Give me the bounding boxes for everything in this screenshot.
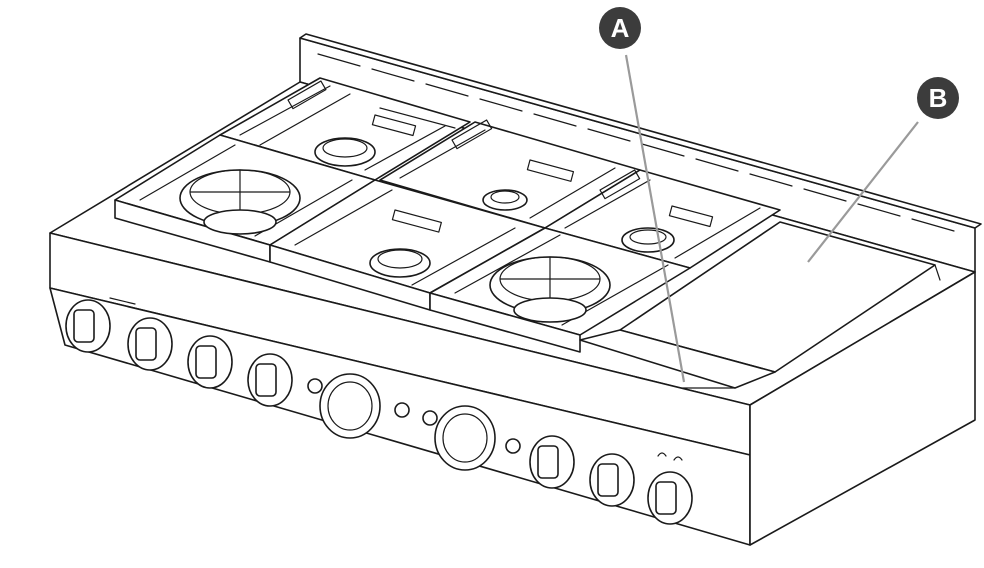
grate-rear-left [219,77,471,181]
burner-rear-middle [482,189,528,211]
callout-a: A [599,7,641,49]
burners [179,137,675,323]
indicator-light-3 [422,410,438,426]
callout-leaders [624,54,919,383]
callout-a-badge [599,7,641,49]
knob-left-3[interactable] [187,335,233,389]
burner-rear-left [314,137,376,167]
vent-slots [317,53,955,232]
burner-front-left-large [179,169,301,235]
callout-b: B [917,77,959,119]
knob-right-3[interactable] [647,471,693,525]
knob-right-2[interactable] [589,453,635,507]
burner-front-middle [369,248,431,278]
knob-left-4[interactable] [247,353,293,407]
knob-center-1[interactable] [319,373,381,439]
callout-a-label: A [611,13,630,43]
indicator-light-2 [394,402,410,418]
indicator-light-4 [505,438,521,454]
burner-front-right-large [489,256,611,323]
knobs [65,299,693,525]
indicator-light-1 [307,378,323,394]
griddle-symbol-icon [657,452,683,461]
burner-rear-right [621,227,675,253]
knob-right-1[interactable] [529,435,575,489]
grate-front-middle [269,179,546,311]
knob-left-1[interactable] [65,299,111,353]
knob-left-2[interactable] [127,317,173,371]
leader-b [807,121,919,263]
callout-b-badge [917,77,959,119]
callout-b-label: B [929,83,948,113]
griddle [579,221,941,389]
knob-center-2[interactable] [434,405,496,471]
leader-a [624,54,686,383]
